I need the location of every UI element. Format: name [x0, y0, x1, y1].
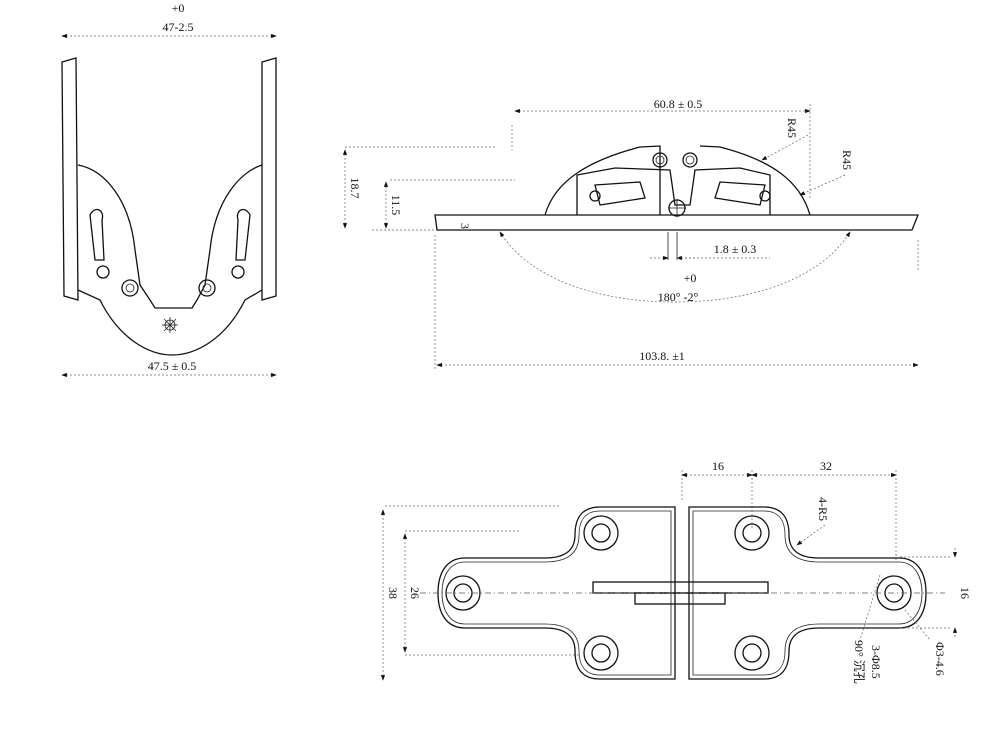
angle-label: 180° -2° [658, 290, 699, 304]
overall-width-label: 38 [386, 587, 400, 599]
dome-outline [544, 145, 811, 216]
angle-tolerance-label: +0 [684, 271, 697, 285]
overall-length-label: 103.8. ±1 [639, 349, 685, 363]
inner-body [576, 167, 771, 215]
left-view: +0 47-2.5 47.5 ± 0.5 [61, 1, 277, 378]
right-plate [261, 57, 277, 301]
top-length-label: 60.8 ± 0.5 [654, 97, 703, 111]
gap-label: 1.8 ± 0.3 [714, 242, 757, 256]
hole-spacing-label: 26 [408, 587, 422, 599]
center-tab-upper [592, 581, 769, 594]
height-total-label: 18.7 [348, 178, 362, 199]
top-width-label: 47-2.5 [163, 20, 194, 34]
top-tolerance-label: +0 [172, 1, 185, 15]
hole-diameter-label: Φ3-4.6 [933, 642, 947, 676]
center-tab-lower [634, 592, 726, 605]
countersink-label: 3-Φ8.5 [869, 645, 883, 679]
radius-2-label: R45 [840, 150, 854, 170]
spacing-1-label: 16 [712, 459, 724, 473]
flat-bar [434, 214, 919, 231]
spacing-2-label: 32 [820, 459, 832, 473]
angle-arc [499, 231, 851, 303]
height-mid-label: 11.5 [389, 195, 403, 216]
slots [89, 208, 251, 261]
end-width-label: 16 [958, 587, 972, 599]
bottom-width-label: 47.5 ± 0.5 [148, 359, 197, 373]
left-plate [61, 57, 79, 301]
countersink-note: 90° 沉孔 [852, 640, 866, 684]
hinge-body [77, 164, 263, 309]
radius-1-label: R45 [785, 118, 799, 138]
plan-view: 16 32 38 26 4-R5 16 3 [380, 459, 972, 684]
side-view: 60.8 ± 0.5 18.7 11.5 3 R45 R45 1.8 ± 0.3… [342, 97, 919, 370]
hinge-arc [77, 289, 263, 356]
thickness-label: 3 [458, 223, 472, 229]
corner-radius-label: 4-R5 [816, 497, 830, 521]
